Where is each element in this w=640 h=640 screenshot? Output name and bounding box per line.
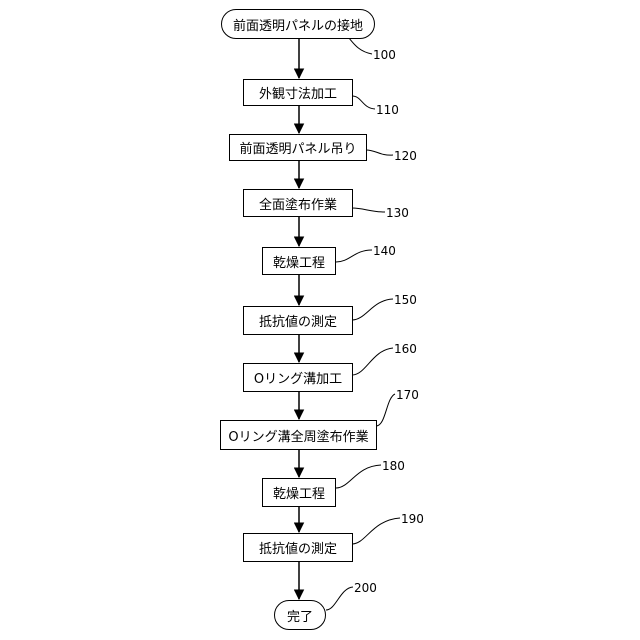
step-label: Oリング溝全周塗布作業: [228, 426, 368, 445]
step-box-180: 乾燥工程: [262, 478, 336, 507]
leader-line: [352, 208, 385, 212]
step-label: 前面透明パネル吊り: [239, 138, 356, 157]
ref-numeral-120: 120: [394, 149, 417, 163]
step-box-170: Oリング溝全周塗布作業: [220, 420, 377, 450]
ref-numeral-190: 190: [401, 512, 424, 526]
step-box-120: 前面透明パネル吊り: [229, 134, 367, 161]
leader-line: [352, 348, 393, 375]
ref-numeral-100: 100: [373, 48, 396, 62]
step-label: 抵抗値の測定: [259, 311, 337, 330]
ref-numeral-110: 110: [376, 103, 399, 117]
leader-line: [352, 299, 393, 320]
leader-line: [336, 465, 381, 488]
step-box-110: 外観寸法加工: [243, 79, 353, 106]
end-label: 完了: [287, 606, 313, 625]
step-label: 外観寸法加工: [259, 83, 337, 102]
leader-line: [352, 96, 375, 109]
ref-numeral-140: 140: [373, 244, 396, 258]
ref-numeral-160: 160: [394, 342, 417, 356]
leader-line: [326, 587, 353, 610]
step-label: 乾燥工程: [273, 252, 325, 271]
ref-numeral-170: 170: [396, 388, 419, 402]
step-label: 抵抗値の測定: [259, 538, 337, 557]
step-box-130: 全面塗布作業: [243, 189, 353, 217]
leader-line: [352, 518, 400, 544]
step-label: 乾燥工程: [273, 483, 325, 502]
leader-line: [336, 250, 372, 262]
step-box-140: 乾燥工程: [262, 247, 336, 275]
step-label: Oリング溝加工: [254, 368, 342, 387]
step-label: 全面塗布作業: [259, 194, 337, 213]
start-terminal: 前面透明パネルの接地: [221, 9, 375, 39]
ref-numeral-180: 180: [382, 459, 405, 473]
step-box-190: 抵抗値の測定: [243, 533, 353, 562]
ref-numeral-150: 150: [394, 293, 417, 307]
ref-numeral-130: 130: [386, 206, 409, 220]
start-label: 前面透明パネルの接地: [233, 15, 363, 34]
leader-line: [366, 150, 393, 155]
step-box-160: Oリング溝加工: [243, 363, 353, 392]
end-terminal: 完了: [274, 600, 326, 630]
step-box-150: 抵抗値の測定: [243, 306, 353, 335]
leader-line: [376, 394, 395, 426]
ref-numeral-200: 200: [354, 581, 377, 595]
